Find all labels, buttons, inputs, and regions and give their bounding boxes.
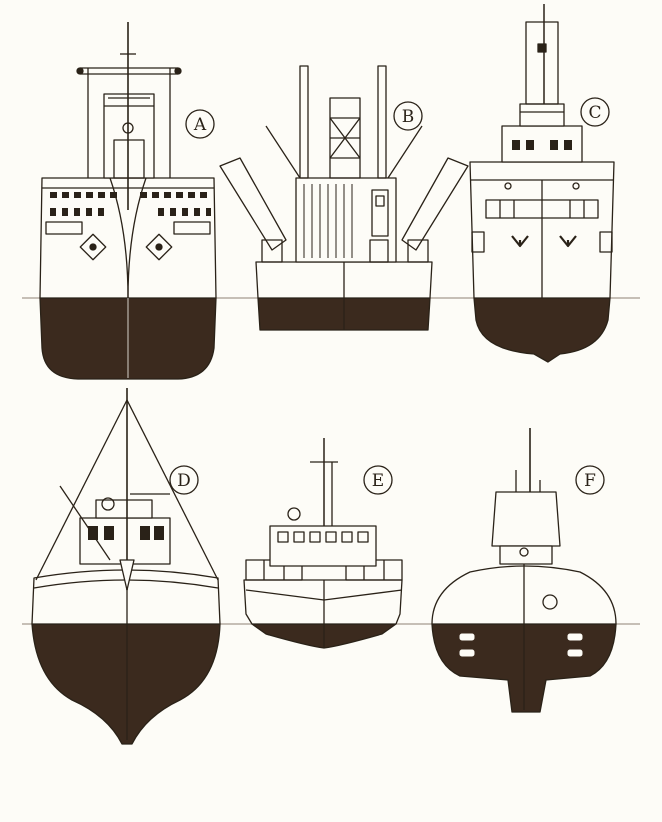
- label-ship-e: E: [363, 465, 393, 495]
- anchor-icon: [145, 233, 173, 261]
- ship-d-underwater-hull: [31, 623, 221, 745]
- anchor-icon: [79, 233, 107, 261]
- svg-text:D: D: [177, 471, 191, 491]
- ship-a-bridge: [103, 93, 155, 179]
- ship-b: [219, 65, 469, 331]
- ship-d-wheelhouse: [79, 517, 171, 565]
- ship-e: [243, 438, 403, 649]
- ship-d: [31, 388, 221, 745]
- ship-a-window-row-1: [50, 192, 207, 198]
- ship-c-underwater-hull: [473, 297, 611, 363]
- svg-text:B: B: [402, 107, 415, 127]
- svg-text:A: A: [193, 115, 207, 135]
- ship-d-hull: [31, 569, 221, 625]
- svg-text:C: C: [588, 103, 601, 123]
- label-ship-d: D: [169, 465, 199, 495]
- searchlight-icon: [287, 507, 301, 521]
- ship-f: [431, 428, 617, 713]
- ship-f-conning-tower: [491, 491, 561, 547]
- ship-c: [469, 4, 615, 363]
- label-ship-a: A: [185, 109, 215, 139]
- ship-a: [39, 22, 217, 380]
- anchor-icon: [559, 235, 577, 248]
- ship-a-window-row-2: [50, 208, 211, 216]
- emblem-icon: [542, 594, 558, 610]
- ship-b-boom-right: [401, 157, 469, 251]
- ship-b-deckhouse: [295, 177, 397, 263]
- ship-b-boom-left: [219, 157, 287, 251]
- label-ship-c: C: [580, 97, 610, 127]
- label-ship-f: F: [575, 465, 605, 495]
- svg-text:E: E: [372, 471, 384, 491]
- ship-labels: A B C D E F: [169, 97, 610, 495]
- label-ship-b: B: [393, 101, 423, 131]
- ship-e-hull: [243, 579, 403, 625]
- anchor-icon: [511, 235, 529, 248]
- svg-text:F: F: [584, 471, 596, 491]
